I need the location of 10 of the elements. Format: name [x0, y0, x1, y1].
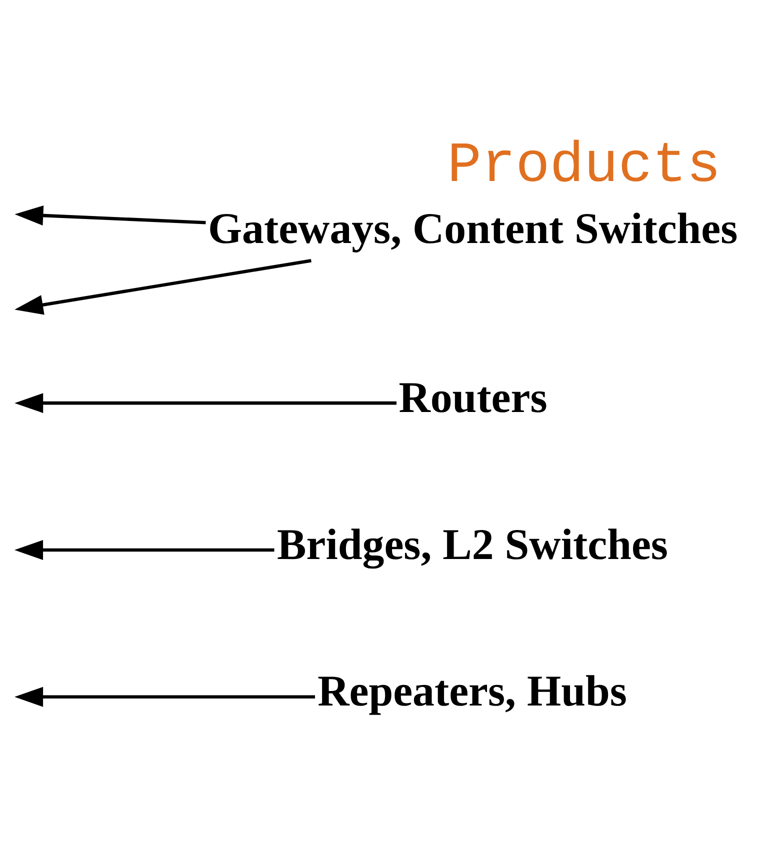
arrow — [14, 686, 315, 706]
arrow — [14, 258, 312, 314]
node-text: Routers — [398, 373, 548, 422]
arrow — [14, 392, 396, 413]
node-text: Gateways, Content Switches — [208, 204, 738, 252]
node-text: Repeaters, Hubs — [318, 667, 627, 716]
diagram-title: Products — [447, 134, 721, 199]
node-text: Bridges, L2 Switches — [277, 520, 668, 568]
arrow — [14, 540, 274, 560]
arrow — [14, 205, 206, 226]
